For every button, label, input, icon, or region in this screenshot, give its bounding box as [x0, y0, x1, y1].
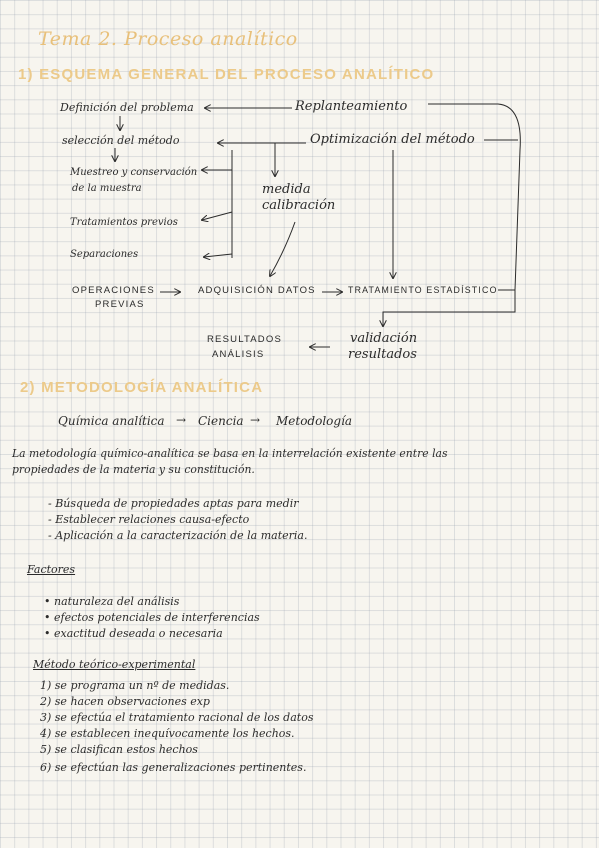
page-title: Tema 2. Proceso analítico	[38, 28, 298, 50]
loop-to-replanteamiento	[428, 103, 521, 291]
node-tratamientos: Tratamientos previos	[70, 217, 178, 228]
metodo-step: 5) se clasifican estos hechos	[40, 743, 198, 756]
dash-item: - Aplicación a la caracterización de la …	[48, 529, 308, 542]
node-operaciones-line2: PREVIAS	[95, 299, 145, 310]
factor-item: • naturaleza del análisis	[44, 595, 180, 608]
node-medida: medida	[262, 182, 311, 197]
flow-ciencia: Ciencia	[198, 414, 244, 428]
metodo-step: 1) se programa un nº de medidas.	[40, 679, 230, 692]
metodo-step: 6) se efectúan las generalizaciones pert…	[40, 761, 307, 774]
node-muestreo-line1: Muestreo y conservación	[70, 167, 198, 178]
flow-arrow-2: →	[250, 413, 261, 427]
metodo-step: 3) se efectúa el tratamiento racional de…	[40, 711, 314, 724]
arrow-bracket-separaciones	[204, 254, 233, 257]
node-muestreo-line2: de la muestra	[72, 183, 142, 194]
node-operaciones-line1: OPERACIONES	[72, 285, 155, 296]
arrow-bracket-tratamientos	[202, 211, 233, 220]
paragraph-line2: propiedades de la materia y su constituc…	[12, 463, 255, 476]
node-optimizacion: Optimización del método	[310, 132, 475, 147]
dash-item: - Establecer relaciones causa-efecto	[48, 513, 250, 526]
node-validacion-line1: validación	[350, 331, 418, 346]
node-separaciones: Separaciones	[70, 249, 139, 260]
node-tratamiento-estadistico: TRATAMIENTO ESTADÍSTICO	[348, 285, 498, 295]
metodo-heading: Método teórico-experimental	[33, 658, 196, 671]
node-definicion: Definición del problema	[60, 101, 194, 114]
node-calibracion: calibración	[262, 198, 336, 213]
node-resultados-line1: RESULTADOS	[207, 334, 282, 345]
factores-heading: Factores	[27, 563, 76, 576]
flow-arrow-1: →	[176, 413, 187, 427]
arrow-medida-adquisicion	[270, 221, 296, 276]
node-seleccion: selección del método	[62, 134, 180, 147]
factor-item: • efectos potenciales de interferencias	[44, 611, 260, 624]
node-replanteamiento: Replanteamiento	[295, 99, 408, 114]
flow-quimica: Química analítica	[58, 414, 165, 428]
node-adquisicion: ADQUISICIÓN DATOS	[198, 285, 316, 296]
dash-item: - Búsqueda de propiedades aptas para med…	[48, 497, 299, 510]
metodo-step: 2) se hacen observaciones exp	[40, 695, 210, 708]
node-resultados-line2: ANÁLISIS	[212, 349, 265, 360]
arrow-tratamiento-validacion	[383, 289, 516, 326]
node-validacion-line2: resultados	[348, 347, 417, 362]
factor-item: • exactitud deseada o necesaria	[44, 627, 223, 640]
flow-metodologia: Metodología	[276, 414, 353, 428]
metodo-step: 4) se establecen inequívocamente los hec…	[40, 727, 295, 740]
section-heading-esquema: 1) ESQUEMA GENERAL DEL PROCESO ANALÍTICO	[18, 66, 435, 83]
paragraph-line1: La metodología químico-analítica se basa…	[12, 447, 448, 460]
section-heading-metodologia: 2) METODOLOGÍA ANALÍTICA	[20, 379, 264, 396]
